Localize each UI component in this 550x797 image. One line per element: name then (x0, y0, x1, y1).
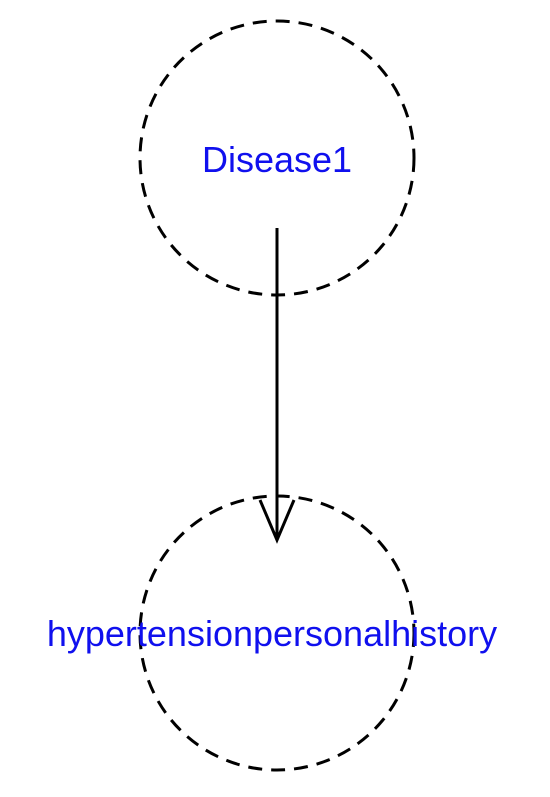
edge-disease1-to-hypertension (258, 228, 296, 544)
node-hypertension-label: hypertensionpersonalhistory (47, 613, 497, 654)
node-hypertension: hypertensionpersonalhistory (47, 494, 497, 772)
node-disease1-label: Disease1 (202, 139, 352, 180)
arrowhead-icon (258, 499, 296, 544)
node-hypertension-circle (138, 494, 416, 772)
